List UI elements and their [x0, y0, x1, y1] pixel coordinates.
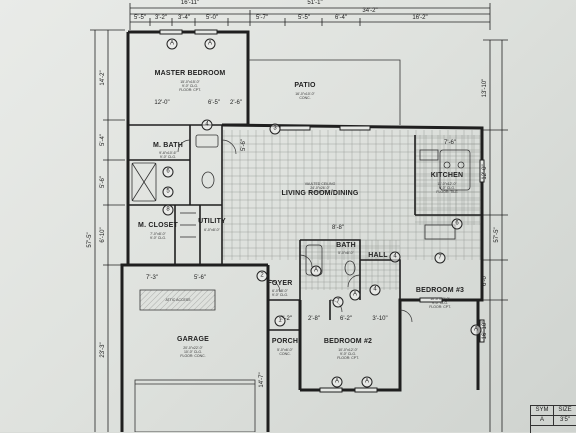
dim-left-seg-5: 23'-3": [100, 342, 106, 358]
tag-3: 3: [269, 123, 281, 135]
door-swings: [177, 139, 413, 323]
dim-top-seg-3: 3'-4": [178, 15, 190, 21]
dim-top-seg-7: 6'-4": [335, 15, 347, 21]
dim-top-seg-2: 3'-2": [155, 15, 167, 21]
tag-4c: 4: [369, 284, 381, 296]
bath-tile-floor: [300, 240, 400, 290]
dim-top-seg-4: 5'-0": [206, 15, 218, 21]
left-dimension-lines: [90, 29, 125, 432]
garage-details: [134, 289, 256, 432]
dim-master-bedroom-w2: 6'-5": [208, 100, 220, 106]
room-foyer-info: 6'-0"x8'-0" 9'-0" CLG.: [271, 289, 289, 297]
dim-top-seg-1: 5'-5": [134, 15, 146, 21]
room-bedroom-2-info: 10'-0"x12'-0" 9'-0" CLG. FLOOR: CPT.: [337, 348, 359, 360]
dim-bedroom2-w1: 2'-8": [308, 316, 320, 322]
tag-6a: 6: [162, 166, 174, 178]
room-living-dining-info: VAULTED CEILING 24'-0"x26'-0" FLOOR: TIL…: [304, 182, 336, 194]
room-foyer: FOYER: [267, 280, 293, 287]
dim-right-seg-4: 16'-10": [482, 320, 488, 340]
symbol-table-row-sym: A: [531, 416, 554, 426]
tag-a-1: A: [166, 38, 178, 50]
room-utility: UTILITY: [198, 218, 226, 225]
dim-top-seg-5: 5'-7": [256, 15, 268, 21]
dim-bedroom2-w3: 3'-10": [372, 316, 388, 322]
symbol-table: SYM SIZE A 3'5": [530, 405, 576, 433]
right-dimension-lines: [483, 39, 508, 432]
symbol-table-row-size: 3'5": [554, 416, 576, 426]
tag-8: 8: [162, 204, 174, 216]
room-kitchen-info: 11'-0"x12'-0" 9'-0" CLG. FLOOR: TILE: [436, 182, 458, 194]
room-porch-info: 5'-0"x6'-0" CONC.: [277, 348, 293, 356]
tag-a-2: A: [204, 38, 216, 50]
room-master-bedroom-info: 15'-0"x15'-0" 9'-0" CLG. FLOOR: CPT.: [179, 80, 201, 92]
room-bath: BATH: [336, 242, 356, 249]
dim-top-seg-8: 16'-2": [412, 15, 428, 21]
tag-7a: 7: [434, 252, 446, 264]
dim-garage-w2: 5'-6": [194, 275, 206, 281]
dim-living-height: 5'-6": [241, 139, 247, 151]
dim-right-seg-1: 13'-10": [482, 78, 488, 98]
dim-bath-width: 8'-8": [332, 225, 344, 231]
attic-access-note: ATTIC ACCESS: [165, 298, 191, 302]
room-living-dining: LIVING ROOM/DINING: [281, 190, 359, 197]
tag-a-5: A: [361, 376, 373, 388]
tag-1: 1: [274, 315, 286, 327]
room-bedroom-3-info: 10'-0"x12'-0" 9'-0" CLG. FLOOR: CPT.: [429, 297, 451, 309]
room-bedroom-2: BEDROOM #2: [323, 338, 373, 345]
dim-bedroom2-w2: 6'-2": [340, 316, 352, 322]
interior-walls: [128, 124, 482, 331]
room-garage: GARAGE: [177, 336, 209, 343]
room-kitchen: KITCHEN: [430, 172, 464, 179]
dim-master-bedroom-width: 12'-0": [154, 100, 170, 106]
dim-top-right: 34'-2": [362, 8, 378, 14]
dim-left-seg-3: 5'-6": [100, 176, 106, 188]
tag-7b: 7: [332, 296, 344, 308]
room-porch: PORCH: [271, 338, 299, 345]
dim-right-seg-3: 6'-0": [482, 274, 488, 286]
room-garage-info: 20'-0"x22'-0" 10'-0" CLG. FLOOR: CONC.: [180, 346, 206, 358]
room-master-closet: M. CLOSET: [138, 222, 178, 229]
dim-porch-height: 14'-7": [259, 372, 265, 388]
dim-top-overall: 51'-1": [307, 0, 323, 6]
tag-2: 2: [256, 270, 268, 282]
room-bedroom-3: BEDROOM #3: [415, 287, 465, 294]
patio-outline: [248, 59, 401, 125]
room-master-closet-info: 7'-0"x8'-0" 9'-0" CLG.: [149, 232, 167, 240]
tag-a-3: A: [349, 289, 361, 301]
dim-right-overall: 57'-5": [494, 227, 500, 243]
room-master-bath-info: 9'-6"x10'-6" 9'-0" CLG.: [159, 151, 177, 159]
tag-5: 5: [162, 186, 174, 198]
tag-4a: 4: [201, 119, 213, 131]
dim-kitchen-width: 7'-6": [444, 140, 456, 146]
symbol-table-header-size: SIZE: [554, 406, 576, 416]
dim-top-seg-6: 5'-5": [298, 15, 310, 21]
room-master-bedroom: MASTER BEDROOM: [154, 70, 226, 77]
tag-6b: 6: [451, 218, 463, 230]
dim-master-bedroom-w3: 2'-6": [230, 100, 242, 106]
dim-garage-w1: 7'-3": [146, 275, 158, 281]
dim-foyer-width: 2'-2": [280, 316, 292, 322]
top-dimension-lines: [129, 3, 491, 30]
tag-4b: 4: [389, 251, 401, 263]
room-bath-info: 5'-0"x8'-0": [338, 251, 354, 255]
dim-left-overall: 57'-5": [87, 232, 93, 248]
room-hall: HALL: [368, 252, 388, 259]
room-patio-info: 16'-0"x10'-0" CONC.: [295, 92, 315, 100]
tag-a-4: A: [331, 376, 343, 388]
room-master-bath: M. BATH: [152, 142, 184, 149]
room-utility-info: 6'-0"x8'-0": [204, 228, 220, 232]
tag-a-7: A: [310, 265, 322, 277]
room-patio: PATIO: [294, 82, 316, 89]
dim-left-seg-1: 14'-2": [100, 70, 106, 86]
dim-left-seg-2: 5'-4": [100, 134, 106, 146]
tag-a-6: A: [470, 324, 482, 336]
symbol-table-header-sym: SYM: [531, 406, 554, 416]
dim-right-seg-2: 12'-0": [482, 164, 488, 180]
dim-left-seg-4: 6'-10": [100, 227, 106, 243]
dim-top-left: 16'-11": [180, 0, 200, 6]
